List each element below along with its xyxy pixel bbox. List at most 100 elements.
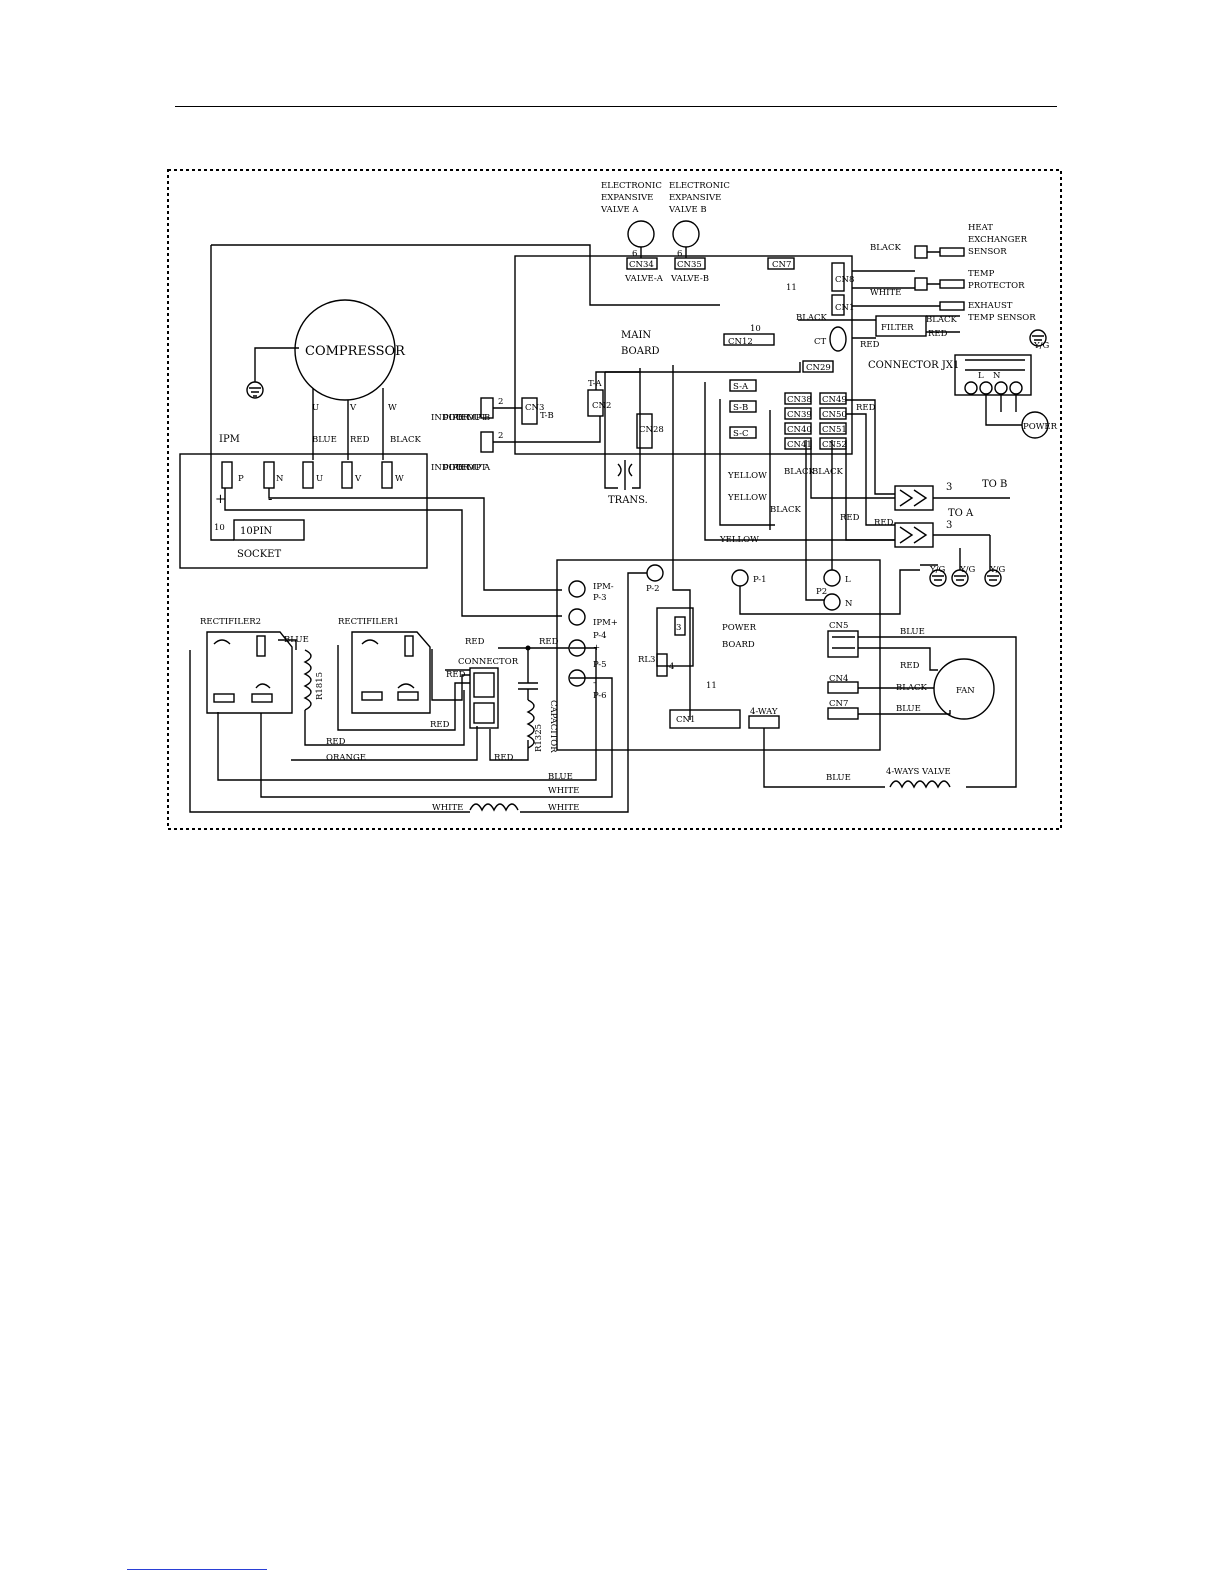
- valve-a-label-2: EXPANSIVE: [601, 193, 653, 203]
- cn51-label: CN51: [822, 425, 847, 435]
- red-c-label: RED: [860, 340, 880, 350]
- p4-label: P-4: [593, 631, 607, 641]
- terminal-w-label: W: [395, 474, 404, 484]
- ta-label: T-A: [588, 379, 602, 389]
- cn40-label: CN40: [787, 425, 812, 435]
- three-2-label: 3: [946, 520, 952, 531]
- power-label: POWER: [1023, 422, 1058, 432]
- white-wire-label: WHITE: [870, 288, 901, 298]
- blue-bottom-label: BLUE: [548, 772, 573, 782]
- cn52-label: CN52: [822, 440, 847, 450]
- valve-a-label-3: VALVE A: [600, 205, 639, 215]
- cn4-label: CN4: [829, 674, 848, 684]
- sa-label: S-A: [733, 382, 749, 392]
- exhaust-sensor-label: EXHAUST: [968, 301, 1013, 311]
- diagram-frame: [167, 169, 1062, 830]
- ipm-plus-label: IPM+: [593, 618, 618, 628]
- cn8-label: CN8: [835, 275, 854, 285]
- to-a-label: TO A: [948, 508, 974, 519]
- terminal-v-label: V: [354, 474, 362, 484]
- compressor: [294, 299, 396, 401]
- to-b-label: TO B: [982, 479, 1007, 490]
- four-ways-valve-label: 4-WAYS VALVE: [886, 767, 951, 777]
- yg-4-label: Y/G: [1033, 341, 1049, 351]
- cn29-label: CN29: [806, 363, 831, 373]
- heat-exchanger-sensor-label: HEAT: [968, 223, 993, 233]
- six-b: 6: [677, 249, 682, 259]
- relay-3-label: 3: [676, 623, 681, 633]
- cn5-label: CN5: [829, 621, 848, 631]
- red-g-label: RED: [539, 637, 559, 647]
- yellow-2-label: YELLOW: [727, 493, 767, 503]
- indoor-a-label-2: PIPE OUT: [443, 463, 487, 473]
- cn38-label: CN38: [787, 395, 812, 405]
- fan-label: FAN: [956, 686, 975, 696]
- ground-icon: [1029, 329, 1047, 347]
- heat-exchanger-sensor-label-3: SENSOR: [968, 247, 1007, 257]
- plus-pb-label: +: [593, 643, 600, 653]
- yellow-3-label: YELLOW: [719, 535, 759, 545]
- power-board: [556, 559, 881, 751]
- wire-red-label: RED: [350, 435, 370, 445]
- jx1-l-label: L: [978, 371, 984, 381]
- ten-label: 10: [214, 523, 225, 533]
- indoor-b-label-2: PIPE OUT: [443, 413, 487, 423]
- jx1-n-label: N: [993, 371, 1001, 381]
- terminal-n-label: N: [276, 474, 284, 484]
- three-1-label: 3: [946, 482, 952, 493]
- exhaust-sensor-label-2: TEMP SENSOR: [968, 313, 1036, 323]
- valve-a-connector-label: VALVE-A: [624, 274, 664, 284]
- white-bottom-2-label: WHITE: [432, 803, 463, 813]
- eleven-2-label: 11: [706, 681, 717, 691]
- ipm-label: IPM: [219, 434, 240, 445]
- ground-icon: [984, 569, 1002, 587]
- power-board-label: POWER: [722, 623, 757, 633]
- header-rule: [175, 106, 1057, 107]
- four-way-label: 4-WAY: [750, 707, 778, 717]
- main-board: [514, 255, 853, 455]
- terminal-u-label: U: [316, 474, 323, 484]
- socket-label: SOCKET: [237, 549, 281, 560]
- two-2-label: 2: [498, 431, 503, 441]
- r1325-label: R1325: [534, 724, 544, 752]
- temp-protector-label-2: PROTECTOR: [968, 281, 1025, 291]
- capacitor-label: CAPACITOR: [548, 700, 558, 753]
- yg-2-label: Y/G: [959, 565, 975, 575]
- rectifier-1: [351, 631, 431, 714]
- transformer-label: TRANS.: [608, 495, 648, 506]
- cn7-top-label: CN7: [772, 260, 791, 270]
- footer-link-underline[interactable]: [127, 1569, 267, 1570]
- fan-blue-2-label: BLUE: [896, 704, 921, 714]
- w-label: W: [388, 403, 397, 413]
- eleven-label: 11: [786, 283, 797, 293]
- two-1-label: 2: [498, 397, 503, 407]
- rectifier-2-label: RECTIFILER2: [200, 617, 261, 627]
- filter-label: FILTER: [881, 323, 914, 333]
- red-r1-label: RED: [446, 670, 466, 680]
- indoor-a-label-3: TEMP A: [455, 463, 491, 473]
- heat-exchanger-sensor-label-2: EXCHANGER: [968, 235, 1028, 245]
- cn2-label: CN2: [592, 401, 611, 411]
- r1815-label: R1815: [315, 672, 325, 700]
- yellow-1-label: YELLOW: [727, 471, 767, 481]
- white-bottom-1-label: WHITE: [548, 786, 579, 796]
- red-b-label: RED: [928, 329, 948, 339]
- power-board-n-label: N: [845, 599, 853, 609]
- plus-label: +: [215, 492, 226, 507]
- p1-label: P-1: [753, 575, 767, 585]
- power-board-label-2: BOARD: [722, 640, 755, 650]
- u-label: U: [312, 403, 319, 413]
- red-e-label: RED: [874, 518, 894, 528]
- black-c-label: BLACK: [926, 315, 958, 325]
- ipm-terminal-p: [221, 461, 233, 489]
- valve-b-connector-label: VALVE-B: [670, 274, 709, 284]
- red-r2-label: RED: [430, 720, 450, 730]
- ground-icon: [246, 381, 264, 399]
- indoor-b-label-3: TEMP B: [455, 413, 490, 423]
- power-board-l-label: L: [845, 575, 851, 585]
- red-v-label: RED: [840, 513, 860, 523]
- yg-3-label: Y/G: [989, 565, 1005, 575]
- black-v3-label: BLACK: [770, 505, 802, 515]
